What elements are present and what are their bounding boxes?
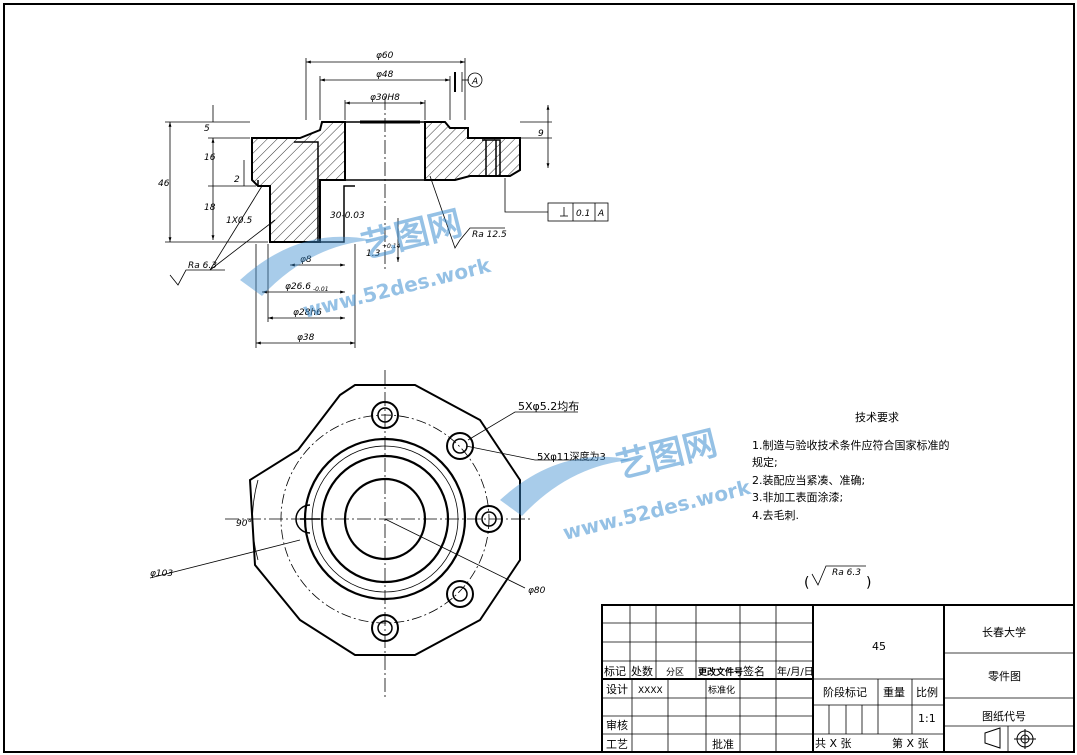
section-left-bore [294, 141, 319, 242]
watermark-2: 艺图网 www.52des.work [500, 423, 754, 545]
drawing-border [3, 3, 1075, 753]
dim-holes-52: 5Xφ5.2均布 [518, 400, 579, 413]
roughness-6-3-front: Ra 6.3 [169, 185, 276, 286]
dim-d30h8: φ30H8 [370, 93, 400, 103]
tb-university: 长春大学 [982, 625, 1026, 639]
tb-scale: 1:1 [918, 712, 936, 725]
tb-sheet: 第 X 张 [892, 736, 929, 750]
dim-d26: φ26.6 [285, 282, 311, 292]
technical-requirements: 技术要求 1.制造与验收技术条件应符合国家标准的 规定; 2.装配应当紧凑、准确… [752, 411, 950, 522]
watermark-2-name: 艺图网 [613, 423, 722, 486]
gen-rough-open: ( [804, 575, 809, 591]
dim-holes-11: 5Xφ11深度为3 [537, 450, 606, 463]
dim-groove2-tol: +0.14 [382, 243, 401, 250]
dim-h18: 18 [204, 203, 216, 213]
dim-groove2: 1.3 [366, 249, 381, 259]
dim-angle: 90° [236, 519, 252, 529]
watermark-2-url: www.52des.work [560, 475, 753, 545]
front-section-view: A 0.1 A Ra 12.5 Ra 6.3 φ60 φ48 φ30H8 φ8 [158, 51, 609, 348]
top-view-leaders [149, 411, 595, 589]
tech-line2: 2.装配应当紧凑、准确; [752, 473, 865, 487]
dim-d48: φ48 [376, 70, 394, 80]
dim-h46: 46 [158, 179, 170, 189]
tb-designer: XXXX [638, 686, 663, 696]
dim-d8: φ8 [300, 255, 312, 265]
tb-change-doc: 更改文件号 [698, 666, 743, 678]
lower-spigot [257, 180, 355, 243]
tb-approve: 批准 [712, 737, 734, 751]
tech-line4: 4.去毛刺. [752, 509, 799, 522]
bolt-circle [280, 414, 490, 624]
tb-weight: 重量 [883, 685, 905, 699]
roughness-12-5: Ra 12.5 [429, 175, 507, 249]
tb-drawing-name: 零件图 [988, 670, 1021, 683]
projection-symbol [984, 727, 1036, 749]
roughness-6-3-label: Ra 6.3 [188, 261, 217, 271]
tb-mark: 标记 [604, 664, 626, 678]
tb-date: 年/月/日 [777, 665, 814, 678]
tb-total: 共 X 张 [815, 737, 852, 750]
tech-title: 技术要求 [855, 411, 899, 424]
perpendicularity-frame: 0.1 A [504, 178, 609, 222]
dim-h2: 2 [234, 175, 240, 185]
tb-standardize: 标准化 [708, 684, 735, 696]
tb-count: 处数 [631, 665, 653, 678]
tech-line1b: 规定; [752, 455, 778, 469]
tb-review: 审核 [606, 718, 628, 732]
section-right-hatch [424, 121, 521, 181]
tb-process: 工艺 [606, 738, 628, 751]
gen-rough-value: Ra 6.3 [832, 568, 861, 578]
perp-datum: A [597, 209, 604, 219]
title-block [601, 604, 1075, 753]
dim-d38: φ38 [297, 333, 315, 343]
dim-d26-tol: -0.01 [313, 286, 329, 293]
tb-stage-mark: 阶段标记 [823, 685, 867, 699]
dim-d103: φ103 [150, 569, 173, 579]
dim-groove: 30-0.03 [330, 211, 365, 221]
gen-rough-close: ) [866, 575, 871, 591]
watermark-1-name: 艺图网 [358, 203, 467, 266]
tb-drawing-code: 图纸代号 [982, 710, 1026, 723]
bore-outer-circle [320, 454, 450, 584]
dim-d80: φ80 [528, 586, 546, 596]
section-left-hatch [251, 121, 346, 243]
tech-line3: 3.非加工表面涂漆; [752, 490, 843, 504]
datum-a-label: A [471, 77, 478, 87]
tb-zone: 分区 [666, 667, 684, 678]
dim-d28h6: φ28h6 [293, 308, 322, 318]
general-roughness: ( Ra 6.3 ) [804, 565, 871, 591]
tb-design: 设计 [606, 683, 628, 696]
dim-h16: 16 [204, 153, 216, 163]
flange-outline [248, 384, 521, 656]
datum-a-symbol: A [454, 72, 483, 92]
watermark-1-url: www.52des.work [300, 253, 493, 323]
front-vertical-dims [165, 105, 552, 262]
dim-h9: 9 [538, 129, 544, 139]
dim-d60: φ60 [376, 51, 394, 61]
front-horizontal-dims [255, 58, 466, 348]
bolt-holes [295, 401, 503, 642]
right-hole [482, 139, 501, 176]
top-view: 5Xφ5.2均布 5Xφ11深度为3 90° φ103 φ80 [149, 370, 606, 700]
title-block-text: 45 长春大学 零件图 图纸代号 标记 处数 分区 更改文件号 签名 年/月/日… [604, 625, 1026, 751]
dim-chamfer: 1X0.5 [226, 216, 252, 226]
perp-tolerance: 0.1 [576, 209, 590, 219]
tb-material: 45 [872, 640, 886, 653]
tb-scale-label: 比例 [916, 685, 938, 699]
dim-h5: 5 [204, 124, 210, 134]
tb-signature: 签名 [743, 664, 765, 678]
roughness-12-5-label: Ra 12.5 [472, 230, 507, 240]
tech-line1: 1.制造与验收技术条件应符合国家标准的 [752, 438, 950, 452]
bore-inner-circle [343, 477, 427, 561]
